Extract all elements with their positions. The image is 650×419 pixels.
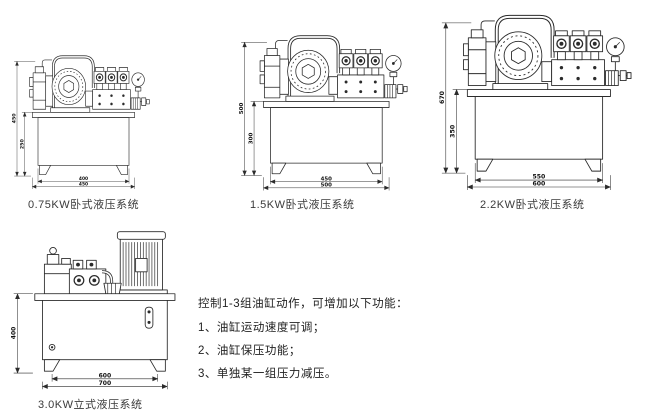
- drawing-30kw-vertical-unit: 400 600 700: [11, 224, 198, 396]
- dim-total-height-075: 450: [12, 113, 18, 123]
- drawing-15kw-horizontal-unit: 500 300 450 500: [239, 22, 408, 194]
- dim-outer-width-22: 600: [532, 181, 546, 188]
- dim-inner-width-15: 450: [321, 176, 332, 182]
- dim-tank-height-15: 300: [248, 132, 254, 144]
- dim-outer-width-30: 700: [99, 380, 112, 387]
- drawing-22kw-horizontal-unit: 670 350 550 600: [439, 0, 632, 194]
- caption-22kw: 2.2KW卧式液压系统: [480, 199, 585, 211]
- dim-inner-width-30: 600: [99, 372, 112, 379]
- dim-total-height-22: 670: [439, 90, 446, 104]
- dim-tank-height-30: 400: [11, 327, 18, 340]
- dim-tank-height-075: 250: [19, 139, 25, 149]
- caption-075kw: 0.75KW卧式液压系统: [28, 199, 140, 211]
- notes-item-1: 1、油缸运动速度可调；: [198, 322, 325, 334]
- dim-total-height-15: 500: [239, 102, 245, 114]
- notes-item-3: 3、单独某一组压力减压。: [198, 368, 337, 380]
- caption-30kw: 3.0KW立式液压系统: [38, 399, 143, 411]
- feature-notes: 控制1-3组油缸动作，可增加以下功能： 1、油缸运动速度可调； 2、油缸保压功能…: [198, 295, 448, 388]
- dim-tank-height-22: 350: [450, 124, 457, 138]
- notes-heading: 控制1-3组油缸动作，可增加以下功能：: [198, 298, 409, 310]
- dim-outer-width-15: 500: [321, 182, 332, 188]
- dim-inner-width-075: 400: [79, 176, 88, 182]
- dim-outer-width-075: 450: [79, 181, 88, 187]
- drawing-075kw-horizontal-unit: 450 250 400 450: [12, 44, 150, 192]
- dim-inner-width-22: 550: [532, 174, 546, 181]
- caption-15kw: 1.5KW卧式液压系统: [250, 199, 355, 211]
- notes-item-2: 2、油缸保压功能；: [198, 345, 301, 357]
